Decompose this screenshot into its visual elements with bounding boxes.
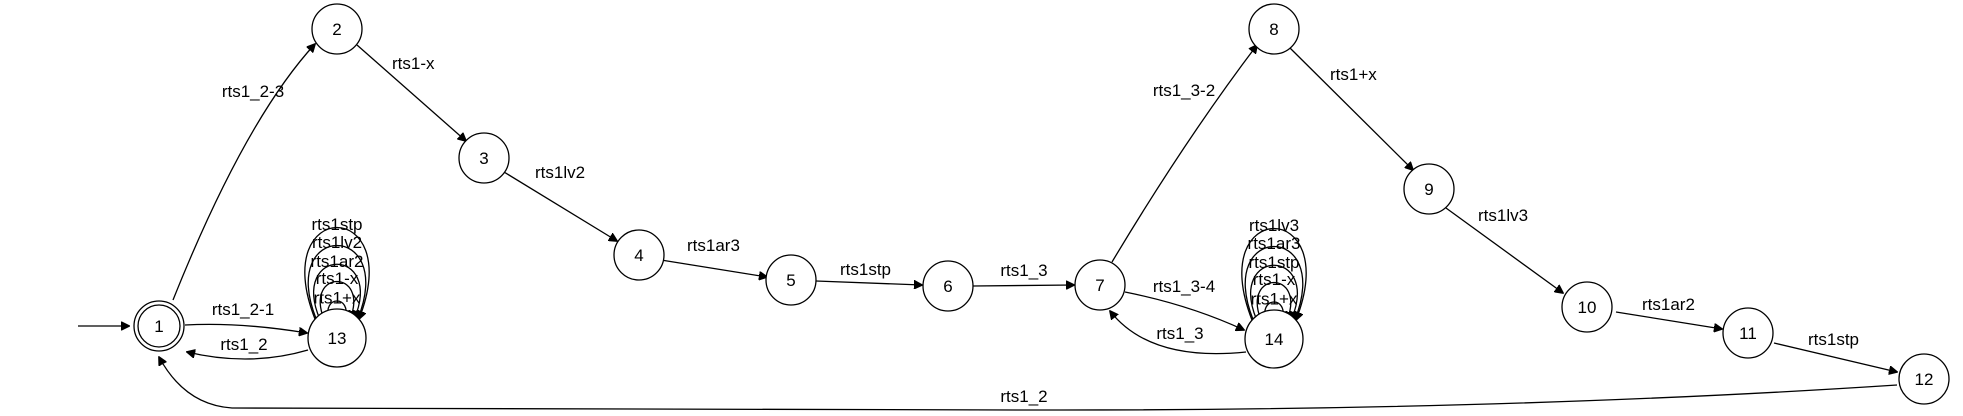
self-loop-13-3 [313, 263, 361, 319]
transition-label-3-to-4: rts1lv2 [535, 163, 585, 182]
transition-label-9-to-10: rts1lv3 [1478, 206, 1528, 225]
self-loop-label-14-5: rts1lv3 [1249, 216, 1299, 235]
state-7-circle [1074, 259, 1126, 311]
transition-label-1-to-2: rts1_2-3 [222, 82, 284, 101]
state-2: 2 [311, 3, 363, 55]
state-10-label: 10 [1578, 298, 1597, 317]
transition-5-to-6 [815, 281, 922, 285]
self-loop-13-5 [304, 227, 370, 320]
transition-label-13-to-1: rts1_2 [220, 335, 267, 354]
state-12: 12 [1898, 353, 1950, 405]
transition-label-6-to-7: rts1_3 [1000, 261, 1047, 280]
transition-7-to-8 [1111, 45, 1257, 263]
self-loop-14-5 [1241, 228, 1307, 321]
transition-label-7-to-14: rts1_3-4 [1153, 277, 1215, 296]
self-loop-label-14-4: rts1ar3 [1248, 234, 1301, 253]
state-12-circle [1898, 353, 1950, 405]
transition-label-1-to-13: rts1_2-1 [212, 300, 274, 319]
transition-12-to-1 [159, 357, 1898, 411]
state-14-label: 14 [1265, 330, 1284, 349]
transition-4-to-5 [660, 259, 767, 277]
state-11-circle [1722, 307, 1774, 359]
state-8-circle [1248, 3, 1300, 55]
state-11: 11 [1722, 307, 1774, 359]
state-3-circle [458, 132, 510, 184]
self-loop-13-4 [307, 245, 367, 320]
state-5-label: 5 [786, 271, 795, 290]
state-4: 4 [613, 229, 665, 281]
transition-11-to-12 [1773, 342, 1897, 372]
state-6: 6 [922, 260, 974, 312]
transition-label-8-to-9: rts1+x [1330, 65, 1377, 84]
state-13-label: 13 [328, 329, 347, 348]
state-4-label: 4 [634, 246, 643, 265]
state-10: 10 [1561, 281, 1613, 333]
self-loop-14-2 [1256, 281, 1291, 321]
transition-9-to-10 [1445, 207, 1563, 293]
state-1: 1 [133, 300, 185, 352]
transition-label-2-to-3: rts1-x [392, 54, 435, 73]
self-loop-label-14-2: rts1-x [1253, 270, 1296, 289]
transition-6-to-7 [972, 285, 1074, 286]
transition-2-to-3 [356, 44, 466, 141]
transition-14-to-7 [1110, 311, 1247, 355]
transition-label-7-to-8: rts1_3-2 [1153, 81, 1215, 100]
transition-label-11-to-12: rts1stp [1808, 330, 1859, 349]
transition-label-5-to-6: rts1stp [840, 260, 891, 279]
state-9: 9 [1403, 163, 1455, 215]
state-9-label: 9 [1424, 180, 1433, 199]
state-12-label: 12 [1915, 370, 1934, 389]
transition-label-10-to-11: rts1ar2 [1642, 295, 1695, 314]
state-13-circle [307, 308, 367, 368]
self-loop-14-4 [1244, 246, 1304, 321]
state-13: 13 [307, 308, 367, 368]
self-loop-label-13-2: rts1-x [316, 269, 359, 288]
self-loop-13-2 [319, 280, 354, 320]
transition-1-to-13 [184, 323, 307, 333]
state-10-circle [1561, 281, 1613, 333]
state-11-label: 11 [1739, 324, 1757, 343]
transition-7-to-14 [1124, 291, 1244, 330]
state-2-circle [311, 3, 363, 55]
self-loop-14-3 [1250, 264, 1298, 320]
state-5: 5 [765, 254, 817, 306]
transition-label-12-to-1: rts1_2 [1000, 387, 1047, 406]
self-loop-label-14-3: rts1stp [1248, 253, 1299, 272]
state-8-label: 8 [1269, 20, 1278, 39]
transition-13-to-1 [187, 350, 309, 360]
state-14: 14 [1244, 309, 1304, 369]
state-3: 3 [458, 132, 510, 184]
state-1-accept-ring [137, 304, 181, 348]
self-loop-label-13-3: rts1ar2 [311, 252, 364, 271]
state-1-label: 1 [154, 317, 163, 336]
state-2-label: 2 [332, 20, 341, 39]
self-loop-label-13-1: rts1+x [314, 289, 361, 308]
transition-10-to-11 [1615, 311, 1722, 329]
state-14-circle [1244, 309, 1304, 369]
transition-1-to-2 [172, 44, 315, 301]
state-5-circle [765, 254, 817, 306]
state-7: 7 [1074, 259, 1126, 311]
transition-3-to-4 [503, 171, 617, 241]
state-3-label: 3 [479, 149, 488, 168]
state-4-circle [613, 229, 665, 281]
state-8: 8 [1248, 3, 1300, 55]
state-6-label: 6 [943, 277, 952, 296]
transition-label-14-to-7: rts1_3 [1156, 324, 1203, 343]
transition-label-4-to-5: rts1ar3 [687, 236, 740, 255]
self-loop-label-14-1: rts1+x [1251, 290, 1298, 309]
self-loop-label-13-5: rts1stp [311, 215, 362, 234]
state-9-circle [1403, 163, 1455, 215]
state-6-circle [922, 260, 974, 312]
self-loop-label-13-4: rts1lv2 [312, 233, 362, 252]
transition-8-to-9 [1289, 47, 1413, 170]
state-7-label: 7 [1095, 276, 1104, 295]
